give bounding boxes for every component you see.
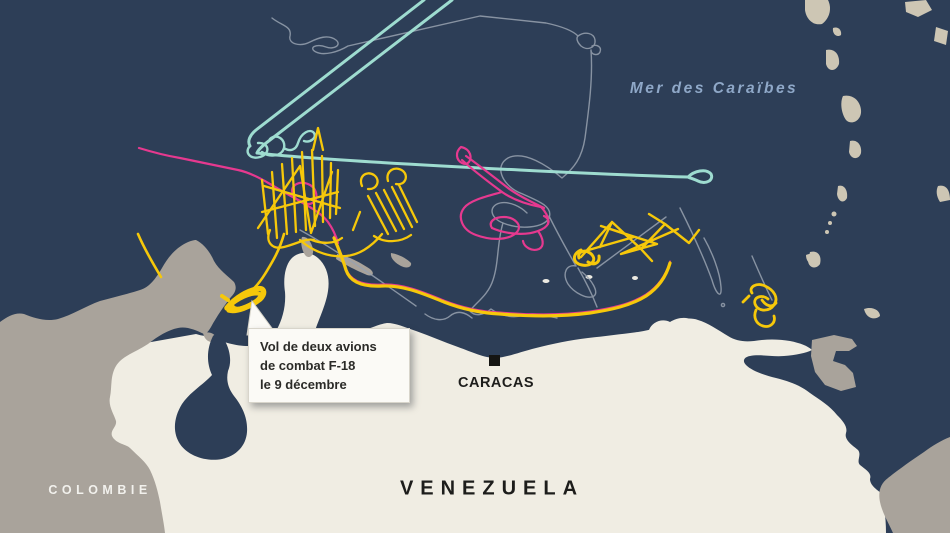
trinidad-island (811, 335, 857, 391)
yellow-cluster-mid-diagonals (366, 183, 419, 236)
teal-track-horizontal (255, 151, 714, 184)
yellow-flight-tracks (136, 126, 778, 328)
gray-flight-tracks (271, 15, 773, 321)
gray-track-center-loops (491, 49, 593, 228)
island (936, 185, 950, 202)
island (832, 27, 842, 37)
yellow-cluster-southeast (741, 283, 778, 328)
pink-track-cluster-tail (521, 229, 544, 251)
yellow-cluster-west-spike (311, 126, 325, 152)
bonaire-island (390, 253, 412, 268)
caracas-label: CARACAS (458, 375, 534, 391)
gray-track-dot (720, 302, 726, 308)
venezuela-landmass (102, 252, 886, 533)
pink-track-west-line (137, 146, 340, 245)
colombia-label: COLOMBIE (48, 483, 152, 497)
island (864, 307, 880, 319)
teal-track-diagonal-2 (247, 0, 426, 148)
island (934, 27, 948, 45)
island (806, 253, 818, 264)
callout-line-1: Vol de deux avions (260, 339, 377, 354)
callout-line-3: le 9 décembre (260, 377, 347, 392)
island (825, 230, 829, 234)
guyana-landmass (879, 437, 950, 533)
white-islets (542, 275, 638, 283)
island (828, 221, 832, 225)
yellow-cluster-east-knot (572, 248, 601, 267)
island (905, 0, 932, 17)
island (805, 0, 830, 25)
yellow-coastal-track (332, 236, 672, 318)
teal-flight-tracks (246, 0, 714, 184)
island (831, 211, 837, 217)
gray-track-north-loops (271, 15, 579, 55)
callout-line-2: de combat F-18 (260, 358, 356, 373)
antilles-islands (805, 0, 950, 319)
gray-track-oval-loop (548, 215, 667, 308)
venezuela-label: VENEZUELA (399, 477, 585, 500)
yellow-cluster-mid-hooks (359, 167, 407, 191)
island (841, 95, 862, 123)
yellow-cluster-west-zigzag (256, 164, 344, 249)
caracas-marker (489, 355, 500, 366)
sea-label: Mer des Caraïbes (629, 80, 799, 97)
gray-track-undercoast (299, 229, 473, 321)
yellow-cluster-mid-base (351, 210, 413, 243)
colombia-landmass (0, 240, 236, 533)
island (826, 49, 840, 70)
gray-track-loop-knot (576, 32, 602, 56)
island (837, 185, 848, 202)
islet (542, 279, 550, 283)
flight-annotation-callout: Vol de deux avions de combat F-18 le 9 d… (248, 328, 410, 403)
pink-track-cluster-loop (459, 190, 520, 240)
yellow-left-streak (136, 232, 163, 279)
gray-track-right-diagonal (679, 207, 722, 295)
islet (632, 276, 638, 280)
yellow-cluster-east-zigzag (579, 212, 701, 263)
pink-track-cluster-hook (455, 145, 472, 165)
lake-maracaibo (174, 334, 248, 460)
yellow-f18-flight-blob-2 (220, 291, 263, 311)
gray-track-east-segment (751, 255, 773, 301)
island (849, 140, 862, 159)
margarita-island (649, 317, 696, 345)
